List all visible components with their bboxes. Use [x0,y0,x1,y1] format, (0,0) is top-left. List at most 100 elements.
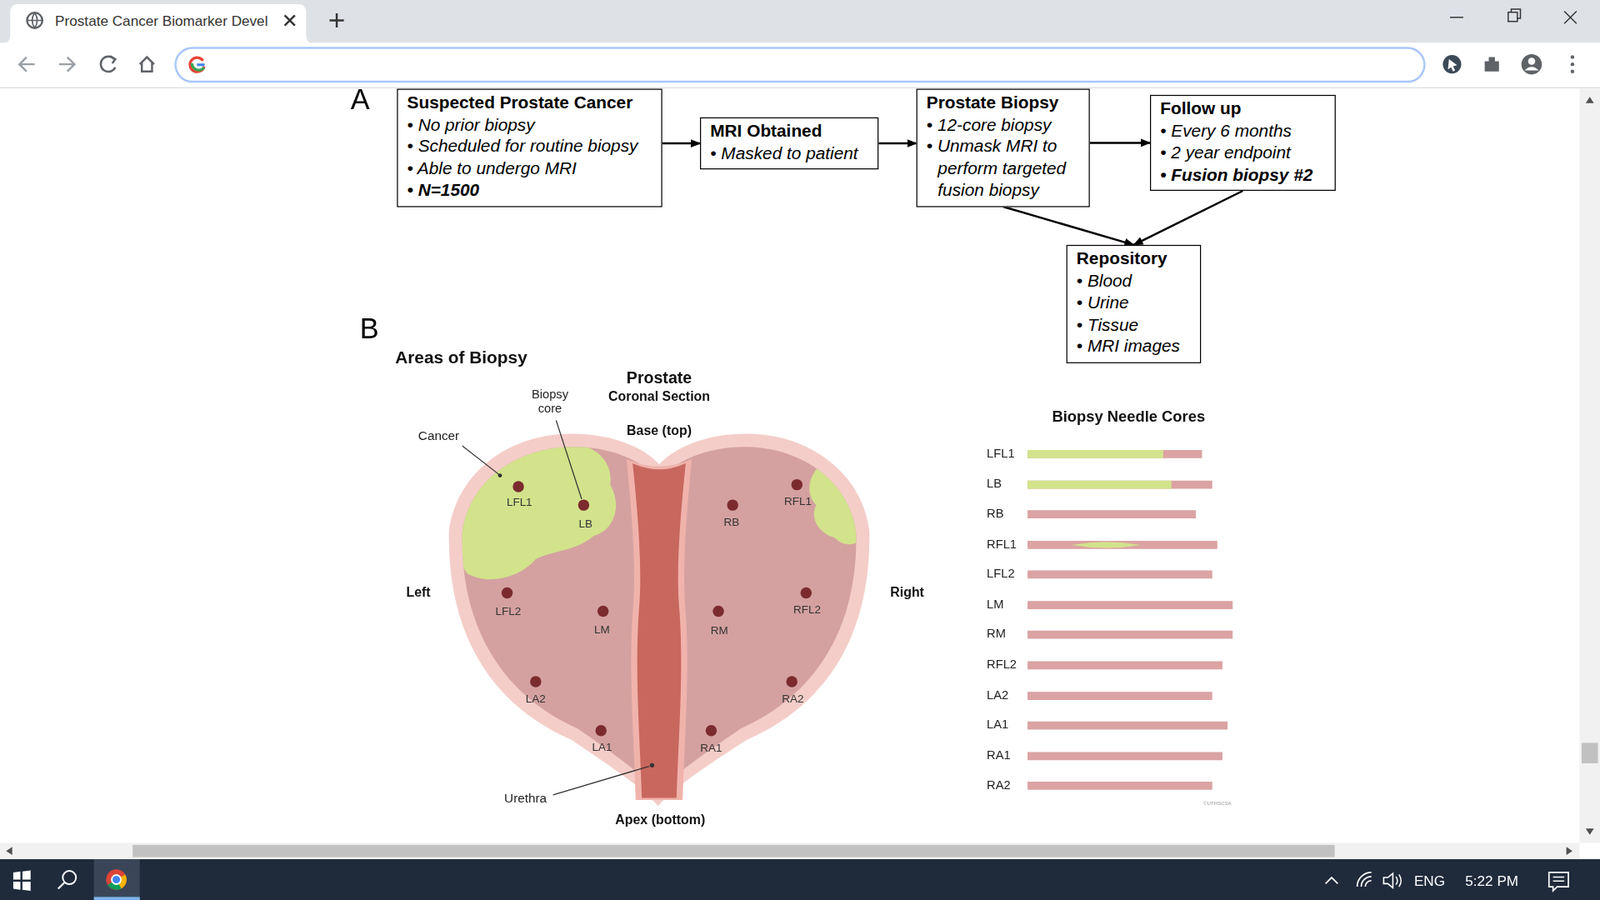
label: RM [710,624,729,637]
biopsy-core-dot [501,587,513,599]
biopsy-core-dot [712,605,724,617]
process-box: MRI Obtained• Masked to patient [700,117,879,170]
volume-icon [1383,873,1393,888]
start-button [13,870,31,890]
label: LA1 [986,718,1009,733]
needle-core-bar [1027,450,1202,459]
label: LB [579,516,593,530]
box-heading: Repository [1076,248,1191,270]
profile-button [1524,66,1539,70]
menu-button [1570,62,1575,66]
label: RA1 [986,749,1011,764]
close-window [1564,10,1577,24]
label: RFL1 [784,494,812,507]
label: LFL2 [986,567,1015,582]
needle-core-bar [1027,691,1213,700]
label: LA2 [525,692,546,705]
scroll-arrows [5,846,1573,855]
extension-icon [1442,55,1461,74]
notification-icon [1553,876,1565,881]
label: LA2 [986,689,1009,704]
bullet-item: • Unmask MRI to perform targeted fusion … [926,135,1080,202]
label: LFL1 [506,495,533,509]
taskbar-active-app [94,859,140,900]
scroll-arrows [1585,96,1595,835]
label: RA2 [986,778,1011,793]
flow-arrow [1003,206,1135,245]
biopsy-core-dot [578,499,590,510]
chrome-icon [105,869,126,890]
leader-dot [498,473,503,478]
biopsy-core-dots [501,479,812,737]
biopsy-core-dot [530,675,541,687]
needle-core-bar [1027,751,1223,760]
biopsy-core-dot [726,499,738,510]
restore [1510,9,1520,19]
process-box: Follow up• Every 6 months• 2 year endpoi… [1150,95,1336,191]
needle-core-bar [1027,570,1213,579]
flow-arrow [1133,190,1243,245]
label: RFL2 [793,602,821,615]
back-button [19,57,35,72]
label: Areas of Biopsy [395,348,527,369]
label: Left [405,585,430,600]
label: LM [594,623,610,636]
toolbar-border [0,87,1600,89]
label: LB [986,477,1002,492]
bullet-item: • Able to undergo MRI [407,157,653,180]
minimize [1450,16,1464,18]
search-button [58,882,65,889]
bullet-item: • Fusion biopsy #2 [1160,164,1325,186]
restore [1508,12,1518,22]
label: Prostate Cancer Biomarker Devel [55,12,268,30]
scroll-thumb [132,845,1335,858]
bullet-item: • Every 6 months [1160,120,1325,142]
biopsy-core-dot [800,587,812,599]
scroll-thumb [1581,742,1599,763]
biopsy-core-dot [791,479,803,490]
chrome-icon [111,875,121,885]
label: RFL2 [986,658,1017,673]
cancer-region [809,456,875,545]
label: Biopsy core [523,388,577,417]
cancer-in-core [1027,480,1172,490]
box-heading: Follow up [1160,98,1325,120]
needle-core-bar [1027,480,1213,490]
bullet-item: • 12-core biopsy [926,114,1080,136]
flow-arrow [878,142,916,145]
needle-core-bar [1027,660,1223,670]
flow-arrow [1090,141,1150,144]
needle-core-bars [1027,450,1233,790]
new-tab [330,13,345,28]
label: ©UTHSCSA [1203,800,1232,807]
label: Coronal Section [608,389,710,405]
label: RA2 [781,692,804,705]
bullet-item: • Scheduled for routine biopsy [407,135,653,158]
box-heading: MRI Obtained [710,120,869,142]
tab-strip [0,0,1600,43]
needle-core-bar [1027,540,1218,550]
label: LA1 [591,740,612,754]
cancer-in-core [1071,541,1141,548]
menu-button [1570,55,1575,59]
taskbar-active-app [94,896,140,900]
vertical-scrollbar [1580,89,1600,844]
menu-button [1570,70,1575,74]
prostate-capsule [449,433,870,806]
biopsy-core-dot [595,725,606,736]
leader-line [555,420,582,499]
notification-icon [1549,872,1569,891]
reload-button [100,56,115,72]
flow-arrow [662,142,700,145]
needle-core-bar [1027,510,1196,519]
label: Cancer [418,428,460,444]
google-icon [191,63,205,70]
leader-line [462,445,500,475]
extension-icon [1448,59,1458,72]
active-tab [4,4,313,44]
reload-button [110,55,115,64]
process-box: Prostate Biopsy• 12-core biopsy• Unmask … [916,89,1090,207]
bullet-item: • 2 year endpoint [1160,141,1325,164]
label: 5:22 PM [1465,872,1519,890]
profile-button [1528,57,1536,65]
